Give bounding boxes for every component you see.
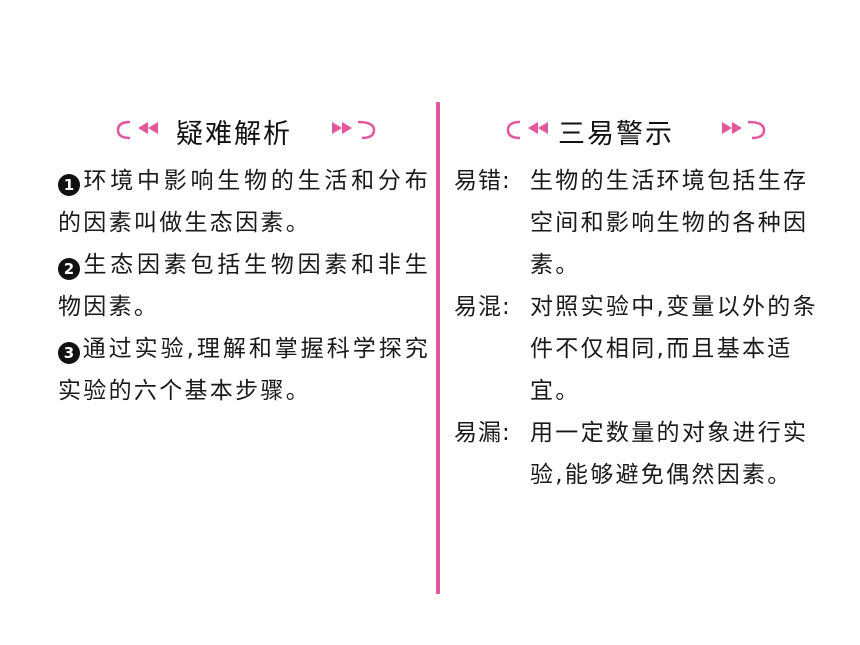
analysis-point-text: 生态因素包括生物因素和非生物因素。: [58, 252, 430, 320]
warning-label: 易混:: [454, 294, 511, 320]
warning-text: 对照实验中,变量以外的条件不仅相同,而且基本适宜。: [530, 294, 818, 404]
warning-entry-confuse: 易混: 对照实验中,变量以外的条件不仅相同,而且基本适宜。: [454, 286, 826, 412]
number-bullet-3: 3: [58, 342, 80, 364]
three-warnings-section: 三易警示 易错: 生物的生活环境包括生存空间和影响生物的各种因素。 易混: 对照…: [454, 108, 826, 496]
warning-text: 用一定数量的对象进行实验,能够避免偶然因素。: [530, 420, 809, 488]
warning-entry-omit: 易漏: 用一定数量的对象进行实验,能够避免偶然因素。: [454, 412, 826, 496]
analysis-point-text: 通过实验,理解和掌握科学探究实验的六个基本步骤。: [58, 336, 430, 404]
section-heading: 三易警示: [454, 108, 826, 152]
number-bullet-2: 2: [58, 258, 80, 280]
warning-entries: 易错: 生物的生活环境包括生存空间和影响生物的各种因素。 易混: 对照实验中,变…: [454, 160, 826, 496]
warning-label: 易错:: [454, 168, 511, 194]
warning-entry-error: 易错: 生物的生活环境包括生存空间和影响生物的各种因素。: [454, 160, 826, 286]
section-title: 疑难解析: [176, 119, 292, 150]
number-bullet-1: 1: [58, 174, 80, 196]
column-divider: [436, 102, 440, 594]
section-heading: 疑难解析: [58, 108, 430, 152]
section-title: 三易警示: [558, 119, 674, 150]
heading-bracket-icon: [116, 120, 376, 140]
analysis-point-text: 环境中影响生物的生活和分布的因素叫做生态因素。: [58, 168, 430, 236]
warning-label: 易漏:: [454, 420, 511, 446]
heading-bracket-icon: [506, 120, 766, 140]
warning-text: 生物的生活环境包括生存空间和影响生物的各种因素。: [530, 168, 809, 278]
